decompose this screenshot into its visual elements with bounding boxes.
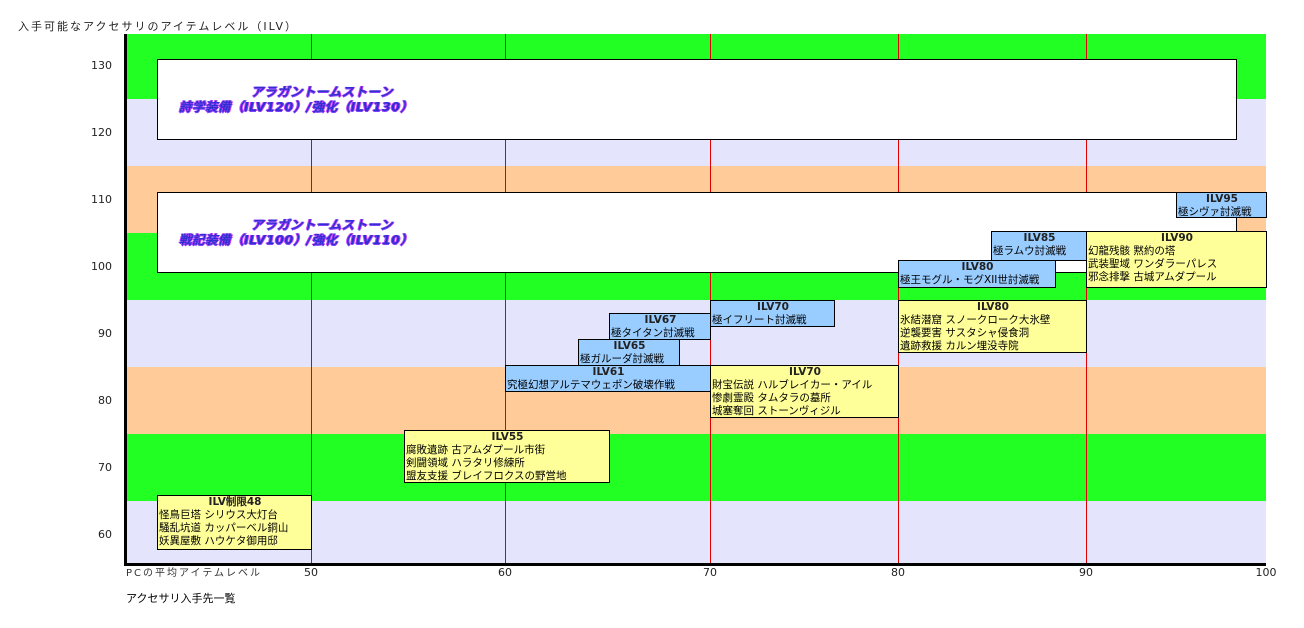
y-tick-label: 120: [91, 126, 112, 139]
box-line: 惨劇霊殿 タムタラの墓所: [712, 392, 831, 404]
box-line: 極タイタン討滅戦: [611, 327, 695, 339]
box-line: 極ガルーダ討滅戦: [580, 353, 664, 365]
y-axis-line: [124, 34, 127, 566]
box-header: ILV制限48: [208, 496, 262, 508]
box-line: 氷結潜窟 スノークローク大氷壁: [900, 314, 1051, 326]
x-tick-label: 70: [703, 566, 717, 579]
box-ilv95: ILV95 極シヴァ討滅戦: [1176, 192, 1267, 218]
box-line: 極イフリート討滅戦: [712, 314, 807, 326]
box-header: ILV55: [491, 431, 524, 443]
x-tick-label: 100: [1255, 566, 1277, 579]
x-tick-label: 60: [498, 566, 512, 579]
y-tick-label: 80: [98, 394, 112, 407]
box-ilv48: ILV制限48 怪鳥巨塔 シリウス大灯台 騒乱坑道 カッパーベル銅山 妖異屋敷 …: [157, 495, 312, 550]
box-line: 逆襲要害 サスタシャ侵食洞: [900, 327, 1030, 339]
box-line: 武装聖域 ワンダラーパレス: [1088, 258, 1218, 270]
gridline-60: [505, 34, 506, 565]
box-header: ILV95: [1206, 193, 1238, 205]
y-tick-label: 130: [91, 59, 112, 72]
box-line: 財宝伝説 ハルブレイカー・アイル: [712, 379, 873, 391]
chart-title: 入手可能なアクセサリのアイテムレベル（ILV）: [18, 20, 299, 33]
box-line: 究極幻想アルテマウェポン破壊作戦: [507, 379, 675, 391]
box-line: 幻龍残骸 黙約の塔: [1088, 245, 1176, 257]
box-line: 極ラムウ討滅戦: [993, 245, 1067, 257]
box-ilv61: ILV61 究極幻想アルテマウェポン破壊作戦: [505, 365, 711, 392]
box-ilv67: ILV67 極タイタン討滅戦: [609, 313, 711, 340]
x-axis-label: PCの平均アイテムレベル: [126, 568, 263, 579]
y-tick-label: 70: [98, 461, 112, 474]
box-ilv70-ifrit: ILV70 極イフリート討滅戦: [710, 300, 835, 327]
gridline-50: [311, 34, 312, 565]
tomestone-title: アラガントームストーン: [251, 217, 394, 232]
box-ilv55: ILV55 腐敗遺跡 古アムダプール市街 剣闘領域 ハラタリ修練所 盟友支援 ブ…: [404, 430, 610, 483]
box-line: 盟友支援 ブレイフロクスの野営地: [406, 470, 567, 482]
band-lavender: [126, 501, 1266, 565]
box-line: 極王モグル・モグXII世討滅戦: [900, 274, 1040, 286]
tomestone-desc: 戦記装備（ILV100）/強化（ILV110）: [179, 232, 414, 247]
box-line: 妖異屋敷 ハウケタ御用邸: [159, 535, 278, 547]
box-header: ILV70: [757, 301, 789, 313]
box-header: ILV61: [592, 366, 625, 378]
x-tick-label: 80: [891, 566, 905, 579]
band-green: [126, 434, 1266, 501]
box-header: ILV90: [1161, 232, 1193, 244]
y-tick-label: 90: [98, 327, 112, 340]
box-line: 邪念排撃 古城アムダプール: [1088, 271, 1217, 283]
box-ilv80-mog: ILV80 極王モグル・モグXII世討滅戦: [898, 260, 1056, 288]
box-ilv65: ILV65 極ガルーダ討滅戦: [578, 339, 680, 366]
box-header: ILV85: [1023, 232, 1056, 244]
x-tick-label: 50: [304, 566, 318, 579]
box-line: 騒乱坑道 カッパーベル銅山: [159, 522, 289, 534]
tomestone-desc: 詩学装備（ILV120）/強化（ILV130）: [179, 99, 414, 114]
gridline-70: [710, 34, 711, 565]
box-line: 遺跡救援 カルン埋没寺院: [900, 340, 1019, 352]
box-header: ILV80: [977, 301, 1009, 313]
box-line: 剣闘領域 ハラタリ修練所: [406, 457, 525, 469]
box-header: ILV67: [644, 314, 677, 326]
gridline-90: [1086, 34, 1087, 565]
y-tick-label: 100: [91, 260, 112, 273]
y-tick-label: 60: [98, 528, 112, 541]
x-axis-line: [124, 563, 1266, 566]
box-ilv70-dungeons: ILV70 財宝伝説 ハルブレイカー・アイル 惨劇霊殿 タムタラの墓所 城塞奪回…: [710, 365, 899, 418]
box-ilv85: ILV85 極ラムウ討滅戦: [991, 231, 1087, 261]
box-ilv90: ILV90 幻龍残骸 黙約の塔 武装聖域 ワンダラーパレス 邪念排撃 古城アムダ…: [1086, 231, 1267, 288]
box-line: 怪鳥巨塔 シリウス大灯台: [159, 509, 278, 521]
x-tick-label: 90: [1079, 566, 1093, 579]
box-header: ILV80: [961, 261, 994, 273]
box-header: ILV65: [613, 340, 646, 352]
tomestone-title: アラガントームストーン: [251, 84, 394, 99]
box-line: 城塞奪回 ストーンヴィジル: [712, 405, 841, 417]
box-line: 極シヴァ討滅戦: [1178, 206, 1252, 218]
y-tick-label: 110: [91, 193, 112, 206]
gridline-80: [898, 34, 899, 565]
box-ilv80-dungeons: ILV80 氷結潜窟 スノークローク大氷壁 逆襲要害 サスタシャ侵食洞 遺跡救援…: [898, 300, 1087, 353]
box-line: 腐敗遺跡 古アムダプール市街: [406, 444, 546, 456]
chart-footer: アクセサリ入手先一覧: [126, 592, 236, 605]
tomestone-box-ilv120: アラガントームストーン 詩学装備（ILV120）/強化（ILV130）: [157, 59, 1237, 140]
box-header: ILV70: [789, 366, 821, 378]
